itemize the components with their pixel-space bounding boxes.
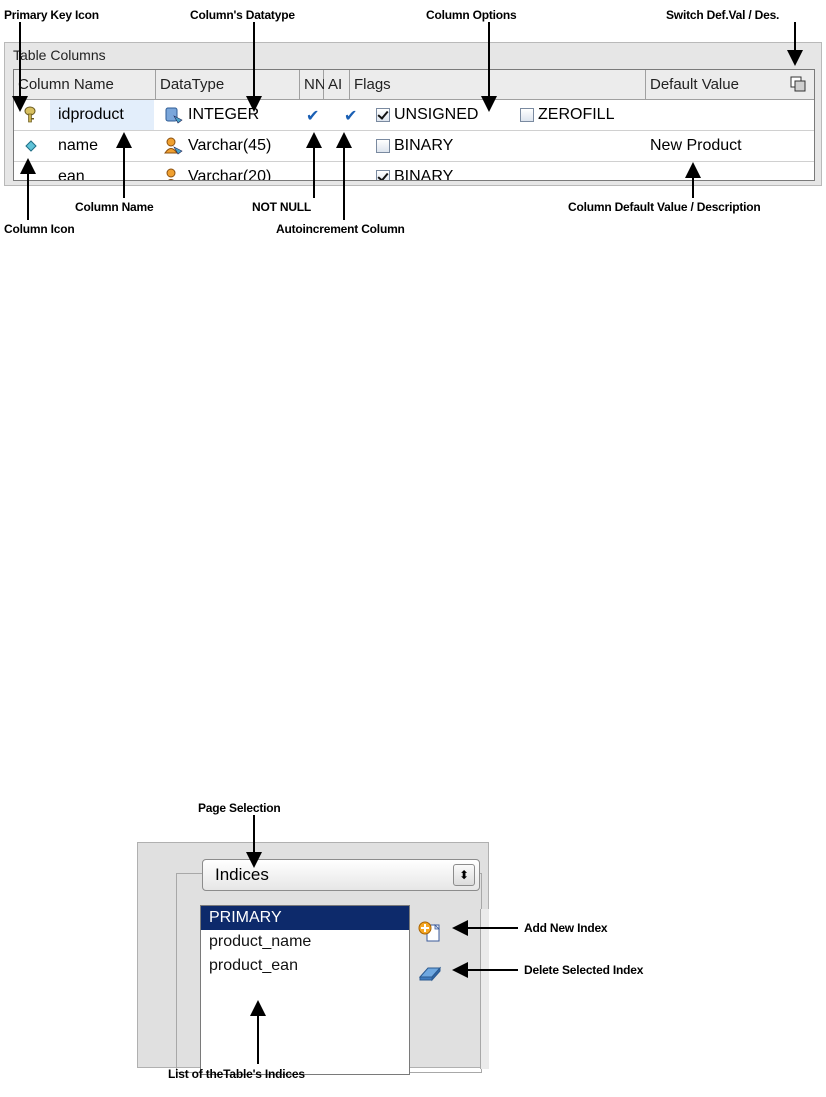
table-row[interactable]: name Varchar(45) BINARY New Product (14, 131, 814, 162)
annotation-column-icon: Column Icon (4, 222, 75, 236)
panel-scrollbar[interactable] (480, 909, 489, 1069)
binary-checkbox[interactable] (376, 139, 390, 153)
delete-index-icon[interactable] (418, 963, 442, 983)
page-selection-dropdown[interactable]: Indices ⬍ (202, 859, 480, 891)
panel-title: Table Columns (13, 47, 106, 63)
column-name-cell[interactable]: name (58, 137, 99, 154)
header-default-value-label: Default Value (650, 76, 739, 93)
annotation-add-index: Add New Index (524, 921, 608, 935)
annotation-page-selection: Page Selection (198, 801, 281, 815)
datatype-cell[interactable]: Varchar(45) (188, 137, 272, 154)
table-row[interactable]: ean Varchar(20) BINARY (14, 162, 814, 181)
indices-panel: Indices ⬍ PRIMARY product_name product_e… (137, 842, 489, 1075)
annotation-not-null: NOT NULL (252, 200, 312, 214)
primary-key-icon (24, 106, 36, 123)
header-datatype[interactable]: DataType (156, 70, 300, 100)
datatype-cell[interactable]: INTEGER (188, 106, 260, 123)
header-nn[interactable]: NN (300, 70, 326, 100)
dropdown-arrows-icon[interactable]: ⬍ (453, 864, 475, 886)
list-item[interactable]: PRIMARY (201, 906, 409, 930)
nn-check[interactable]: ✔ (306, 108, 320, 125)
header-column-name[interactable]: Column Name (14, 70, 156, 100)
column-name-cell[interactable]: idproduct (50, 100, 154, 130)
header-default-value[interactable]: Default Value (646, 70, 814, 100)
binary-label: BINARY (394, 168, 454, 181)
column-name-cell[interactable]: ean (58, 168, 85, 181)
header-ai[interactable]: AI (324, 70, 350, 100)
unsigned-label: UNSIGNED (394, 106, 479, 123)
annotation-list-of-indices: List of theTable's Indices (168, 1067, 305, 1081)
annotation-column-datatype: Column's Datatype (190, 8, 295, 22)
binary-checkbox[interactable] (376, 170, 390, 180)
varchar-type-icon (166, 168, 176, 180)
datatype-cell[interactable]: Varchar(20) (188, 168, 272, 181)
column-diamond-icon (25, 140, 37, 152)
switch-def-val-icon[interactable] (790, 76, 806, 92)
annotation-primary-key-icon: Primary Key Icon (4, 8, 99, 22)
list-item[interactable]: product_name (209, 933, 312, 950)
unsigned-checkbox[interactable] (376, 108, 390, 122)
integer-type-icon (165, 107, 183, 124)
annotation-switch-default: Switch Def.Val / Des. (666, 8, 780, 22)
annotation-column-options: Column Options (426, 8, 517, 22)
add-index-icon[interactable] (418, 921, 442, 943)
binary-label: BINARY (394, 137, 454, 154)
list-item[interactable]: product_ean (209, 957, 298, 974)
default-value-cell[interactable]: New Product (650, 137, 742, 154)
page-selection-value: Indices (215, 865, 269, 884)
annotation-column-name: Column Name (75, 200, 154, 214)
table-columns-panel: Table Columns Column Name DataType NN AI… (4, 42, 822, 186)
zerofill-label: ZEROFILL (538, 106, 615, 123)
header-flags[interactable]: Flags (350, 70, 646, 100)
table-row[interactable]: idproduct INTEGER ✔ ✔ UNSIGNED ZEROFILL (14, 100, 814, 131)
columns-grid[interactable]: Column Name DataType NN AI Flags Default… (13, 69, 815, 181)
indices-list[interactable]: PRIMARY product_name product_ean (200, 905, 410, 1075)
ai-check[interactable]: ✔ (344, 108, 358, 125)
zerofill-checkbox[interactable] (520, 108, 534, 122)
annotation-delete-index: Delete Selected Index (524, 963, 644, 977)
varchar-type-icon (164, 137, 183, 155)
annotation-autoincrement: Autoincrement Column (276, 222, 405, 236)
annotation-column-default: Column Default Value / Description (568, 200, 761, 214)
